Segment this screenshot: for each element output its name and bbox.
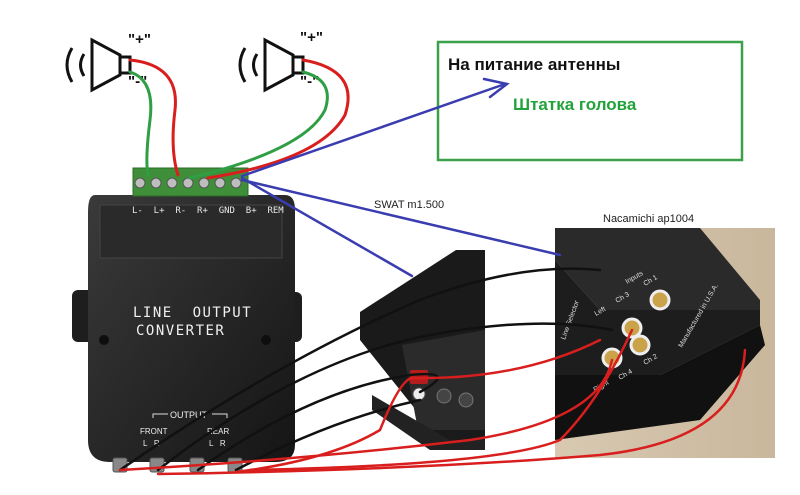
converter-body: [88, 195, 295, 462]
speaker-right-plus-label: "+": [300, 29, 323, 46]
rear-label: REAR: [207, 427, 229, 436]
amp2-rca-jacks: [601, 289, 671, 369]
amp2-label: Nacamichi ap1004: [603, 213, 694, 225]
speaker-left: "+" "-": [65, 31, 151, 93]
wire-red-5: [410, 338, 602, 380]
amp2-jack-ch1: [649, 289, 671, 311]
wire-rem-to-amp1: [240, 176, 414, 278]
wire-black-2: [156, 322, 614, 472]
amp1-knob2: [458, 392, 474, 408]
converter-title-line2: CONVERTER: [136, 323, 225, 339]
amp1-label: SWAT m1.500: [374, 199, 444, 211]
note-box: На питание антенны Штатка голова: [436, 40, 744, 162]
amp2-jack-ch2: [629, 334, 651, 356]
converter-title-line1: LINE OUTPUT: [133, 305, 252, 321]
amp2-base: [555, 325, 765, 440]
wire-rem-to-amp2: [240, 178, 562, 257]
amplifier-nakamichi: Inputs Ch 3 Ch 1 Line Selector Left Righ…: [555, 228, 775, 458]
terminal-screw: [150, 177, 162, 189]
speaker-left-plus-label: "+": [128, 31, 151, 48]
amp1-mount: [372, 395, 485, 450]
wire-red-3: [234, 376, 414, 474]
terminal-screw: [198, 177, 210, 189]
output-label: OUTPUT: [170, 410, 208, 420]
output-bracket: [152, 413, 228, 418]
wire-black-1: [118, 267, 602, 472]
amp2-jack-ch3: [621, 317, 643, 339]
wire-black-4: [234, 398, 422, 472]
amp2-face: [555, 260, 760, 375]
front-channels: L R: [143, 439, 160, 448]
wires: [118, 58, 747, 476]
note-box-border: [436, 40, 744, 162]
wire-red-4: [248, 328, 634, 472]
speaker-right-icon: [238, 37, 305, 93]
converter-top-panel: [99, 204, 283, 259]
speaker-right: "+" "-": [238, 29, 323, 93]
speaker-left-minus-label: "-": [128, 73, 147, 90]
wire-red-2: [156, 348, 747, 476]
wire-left-speaker-minus: [128, 70, 153, 177]
terminal-labels: L- L+ R- R+ GND B+ REM: [132, 206, 284, 216]
terminal-screw: [230, 177, 242, 189]
note-line-antenna-power: На питание антенны: [448, 55, 620, 74]
terminal-screw: [134, 177, 146, 189]
line-output-converter: L- L+ R- R+ GND B+ REM LINE OUTPUT CONVE…: [72, 167, 302, 473]
wire-right-speaker-minus: [188, 70, 329, 180]
converter-screw-right: [261, 335, 271, 345]
amp2-heatsink: [555, 228, 760, 310]
front-label: FRONT: [140, 427, 168, 436]
terminal-screw: [182, 177, 194, 189]
terminal-screws: [134, 177, 242, 189]
terminal-screw: [166, 177, 178, 189]
note-line-head-unit: Штатка голова: [513, 95, 637, 114]
amp1-knob1: [436, 388, 452, 404]
terminal-screw: [214, 177, 226, 189]
amplifier-swat: [360, 250, 485, 450]
speaker-left-icon: [65, 37, 132, 93]
converter-screw-left: [99, 335, 109, 345]
rear-channels: L R: [209, 439, 226, 448]
wire-rem-to-head-unit: [240, 82, 507, 178]
wire-red-1: [118, 358, 614, 472]
wire-right-speaker-plus: [206, 58, 350, 180]
amp2-left-label: Left: [594, 306, 608, 318]
wire-left-speaker-plus: [128, 58, 180, 177]
arrow-head: [482, 77, 510, 99]
